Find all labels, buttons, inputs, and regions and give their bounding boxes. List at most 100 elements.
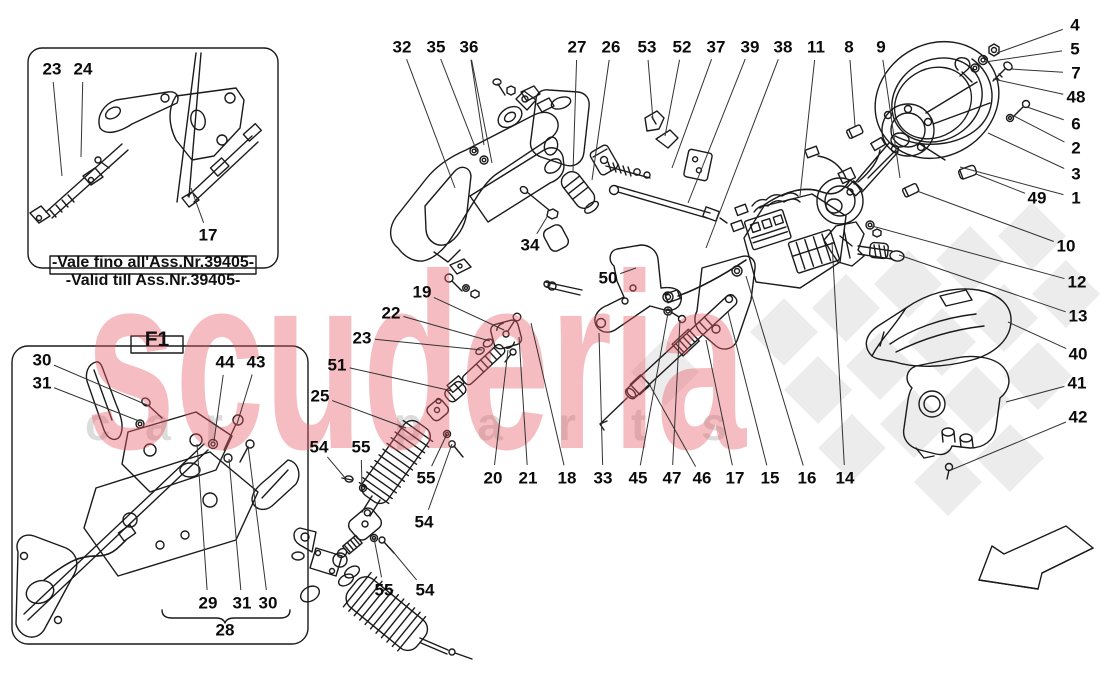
leader-line-19 <box>433 297 505 331</box>
callout-5: 5 <box>1070 40 1079 59</box>
validity-note-italian: -Vale fino all'Ass.Nr.39405- <box>52 254 254 271</box>
leader-line-30 <box>247 445 267 591</box>
callout-13: 13 <box>1069 307 1088 326</box>
leader-line-3 <box>987 132 1065 169</box>
leader-line-49 <box>975 173 1026 194</box>
callout-47: 47 <box>663 469 682 488</box>
leader-line-41 <box>1005 385 1065 403</box>
leader-line-10 <box>916 190 1054 242</box>
callout-52: 52 <box>673 38 692 57</box>
diagram-line-art <box>11 40 1094 660</box>
leader-line-31 <box>228 458 242 591</box>
callout-25: 25 <box>311 387 330 406</box>
callout-30: 30 <box>259 594 278 613</box>
leader-line-50 <box>620 267 637 275</box>
callout-14: 14 <box>836 469 855 488</box>
callout-26: 26 <box>602 38 621 57</box>
callout-21: 21 <box>519 469 538 488</box>
callout-24: 24 <box>74 60 93 79</box>
ignition-switch-assembly <box>664 179 851 304</box>
leader-line-55 <box>360 459 363 488</box>
callout-19: 19 <box>413 283 432 302</box>
callout-35: 35 <box>427 38 446 57</box>
callout-29: 29 <box>199 594 218 613</box>
callout-22: 22 <box>382 304 401 323</box>
callout-34: 34 <box>521 236 540 255</box>
leader-line-55 <box>431 433 448 467</box>
callout-41: 41 <box>1068 374 1087 393</box>
callout-54: 54 <box>310 438 329 457</box>
callout-38: 38 <box>774 38 793 57</box>
leader-line-55 <box>373 537 383 578</box>
leader-lines <box>52 28 1067 591</box>
callout-2: 2 <box>1071 139 1080 158</box>
leader-line-27 <box>572 59 578 173</box>
leader-line-44 <box>213 374 224 442</box>
leader-line-15 <box>727 311 768 466</box>
leader-line-52 <box>664 59 681 137</box>
leader-line-36 <box>470 59 485 146</box>
callout-18: 18 <box>558 469 577 488</box>
leader-line-39 <box>687 58 746 204</box>
callout-11: 11 <box>807 38 825 57</box>
leader-line-54 <box>389 547 418 581</box>
leader-line-18 <box>530 322 565 466</box>
callout-27: 27 <box>568 38 587 57</box>
upper-mounting-plate <box>469 78 590 167</box>
leader-line-7 <box>1009 68 1064 73</box>
steering-wheel <box>846 40 1000 197</box>
leader-line-20 <box>494 349 509 466</box>
leader-line-1 <box>959 166 1064 196</box>
clock-spring-and-stalk-switch <box>804 136 905 267</box>
callout-31: 31 <box>233 594 252 613</box>
callout-44: 44 <box>216 353 235 372</box>
callout-50: 50 <box>599 269 618 288</box>
callout-36: 36 <box>460 38 479 57</box>
f1-inset-title: F1 <box>145 328 170 351</box>
leader-line-38 <box>705 58 779 249</box>
leader-line-5 <box>984 50 1063 63</box>
callout-6: 6 <box>1071 115 1080 134</box>
leader-line-35 <box>440 58 478 153</box>
leader-line-4 <box>996 28 1063 54</box>
callout-37: 37 <box>707 38 726 57</box>
inset-shaft-drawing <box>29 52 262 224</box>
leader-line-47 <box>672 319 681 466</box>
leader-line-54 <box>427 443 453 510</box>
callout-33: 33 <box>594 469 613 488</box>
leader-line-42 <box>950 421 1067 471</box>
leader-line-11 <box>799 59 816 197</box>
leader-line-22 <box>403 316 491 342</box>
leader-line-30 <box>53 364 148 406</box>
leader-line-23 <box>374 338 483 351</box>
intermediate-shaft-assembly <box>336 258 523 559</box>
steering-rack <box>291 527 473 660</box>
leader-line-40 <box>1007 321 1067 350</box>
callout-23: 23 <box>43 60 62 79</box>
ignition-lock-and-linkage <box>543 110 728 296</box>
leader-line-53 <box>647 59 654 121</box>
leader-line-51 <box>349 367 453 392</box>
callout-12: 12 <box>1068 273 1087 292</box>
callout-51: 51 <box>328 356 347 375</box>
leader-line-31 <box>53 387 140 422</box>
column-support-bracket <box>389 105 565 263</box>
leader-line-26 <box>591 59 610 181</box>
lower-support-bracket <box>694 255 756 350</box>
leader-line-46 <box>647 381 697 467</box>
checker-cells <box>631 202 1100 516</box>
callout-46: 46 <box>693 469 712 488</box>
leader-line-48 <box>992 78 1064 95</box>
callout-9: 9 <box>876 38 885 57</box>
inset-earlier-version-box <box>27 47 279 275</box>
pivot-bolt-and-pad <box>519 185 570 252</box>
callout-7: 7 <box>1071 64 1080 83</box>
callout-48: 48 <box>1067 88 1086 107</box>
leader-line-21 <box>518 336 528 466</box>
callout-8: 8 <box>844 38 853 57</box>
callout-39: 39 <box>741 38 760 57</box>
callout-45: 45 <box>629 469 648 488</box>
callout-30: 30 <box>33 351 52 370</box>
